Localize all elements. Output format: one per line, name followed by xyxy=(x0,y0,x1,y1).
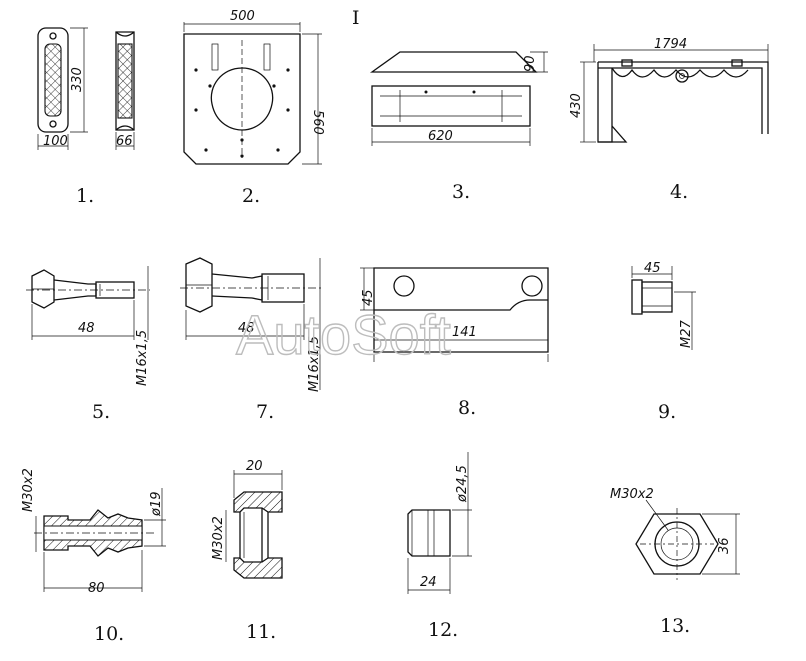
part-3-dim-thickness: 90 xyxy=(523,55,538,72)
part-10-drawing xyxy=(34,488,166,592)
part-4-dim-height: 430 xyxy=(569,93,584,118)
part-2-number: 2. xyxy=(242,185,260,207)
part-7-drawing xyxy=(180,257,324,390)
part-12-drawing xyxy=(407,452,472,594)
part-13-dim-size: 36 xyxy=(717,537,732,554)
sheet-mark: I xyxy=(352,7,360,29)
watermark: AutoSoft xyxy=(236,303,451,366)
part-11-dim-width: 20 xyxy=(246,459,263,474)
part-10-dim-diameter: ø19 xyxy=(149,492,164,518)
part-9-dim-thread: M27 xyxy=(679,320,694,348)
part-12-dim-length: 24 xyxy=(420,575,437,590)
part-2-dim-height: 560 xyxy=(310,110,325,135)
part-11-number: 11. xyxy=(246,621,276,643)
part-11-dim-thread: M30x2 xyxy=(211,516,226,560)
part-8-drawing xyxy=(360,267,549,362)
part-1-drawing xyxy=(37,27,135,150)
part-9-drawing xyxy=(631,266,696,350)
part-5-dim-thread: M16x1,5 xyxy=(135,330,150,386)
part-3-dim-length: 620 xyxy=(428,129,453,144)
part-2-drawing xyxy=(183,22,322,165)
part-13-drawing xyxy=(635,499,740,580)
part-5-drawing xyxy=(26,266,150,340)
part-1-number: 1. xyxy=(76,185,94,207)
part-10-dim-thread: M30x2 xyxy=(21,468,36,512)
part-10-number: 10. xyxy=(94,623,124,645)
part-1-dim-depth: 66 xyxy=(116,134,133,149)
part-4-number: 4. xyxy=(670,181,688,203)
part-13-number: 13. xyxy=(660,615,690,637)
part-9-number: 9. xyxy=(658,401,676,423)
part-8-dim-length: 141 xyxy=(452,325,477,340)
part-10-dim-length: 80 xyxy=(88,581,105,596)
part-11-drawing xyxy=(225,470,283,579)
part-8-number: 8. xyxy=(458,397,476,419)
part-12-dim-diameter: ø24,5 xyxy=(455,465,470,503)
part-8-dim-height: 45 xyxy=(361,289,376,306)
part-4-drawing xyxy=(580,44,769,143)
part-3-drawing xyxy=(369,51,548,146)
part-4-dim-length: 1794 xyxy=(654,37,687,52)
part-3-number: 3. xyxy=(452,181,470,203)
part-1-dim-height: 330 xyxy=(70,67,85,92)
part-1-dim-width: 100 xyxy=(43,134,68,149)
part-7-dim-length: 48 xyxy=(238,321,255,336)
part-7-dim-thread: M16x1,5 xyxy=(307,336,322,392)
part-9-dim-length: 45 xyxy=(644,261,661,276)
part-5-dim-length: 48 xyxy=(78,321,95,336)
part-2-dim-width: 500 xyxy=(230,9,255,24)
part-7-number: 7. xyxy=(256,401,274,423)
part-13-dim-thread: M30x2 xyxy=(610,487,654,502)
part-12-number: 12. xyxy=(428,619,458,641)
part-5-number: 5. xyxy=(92,401,110,423)
